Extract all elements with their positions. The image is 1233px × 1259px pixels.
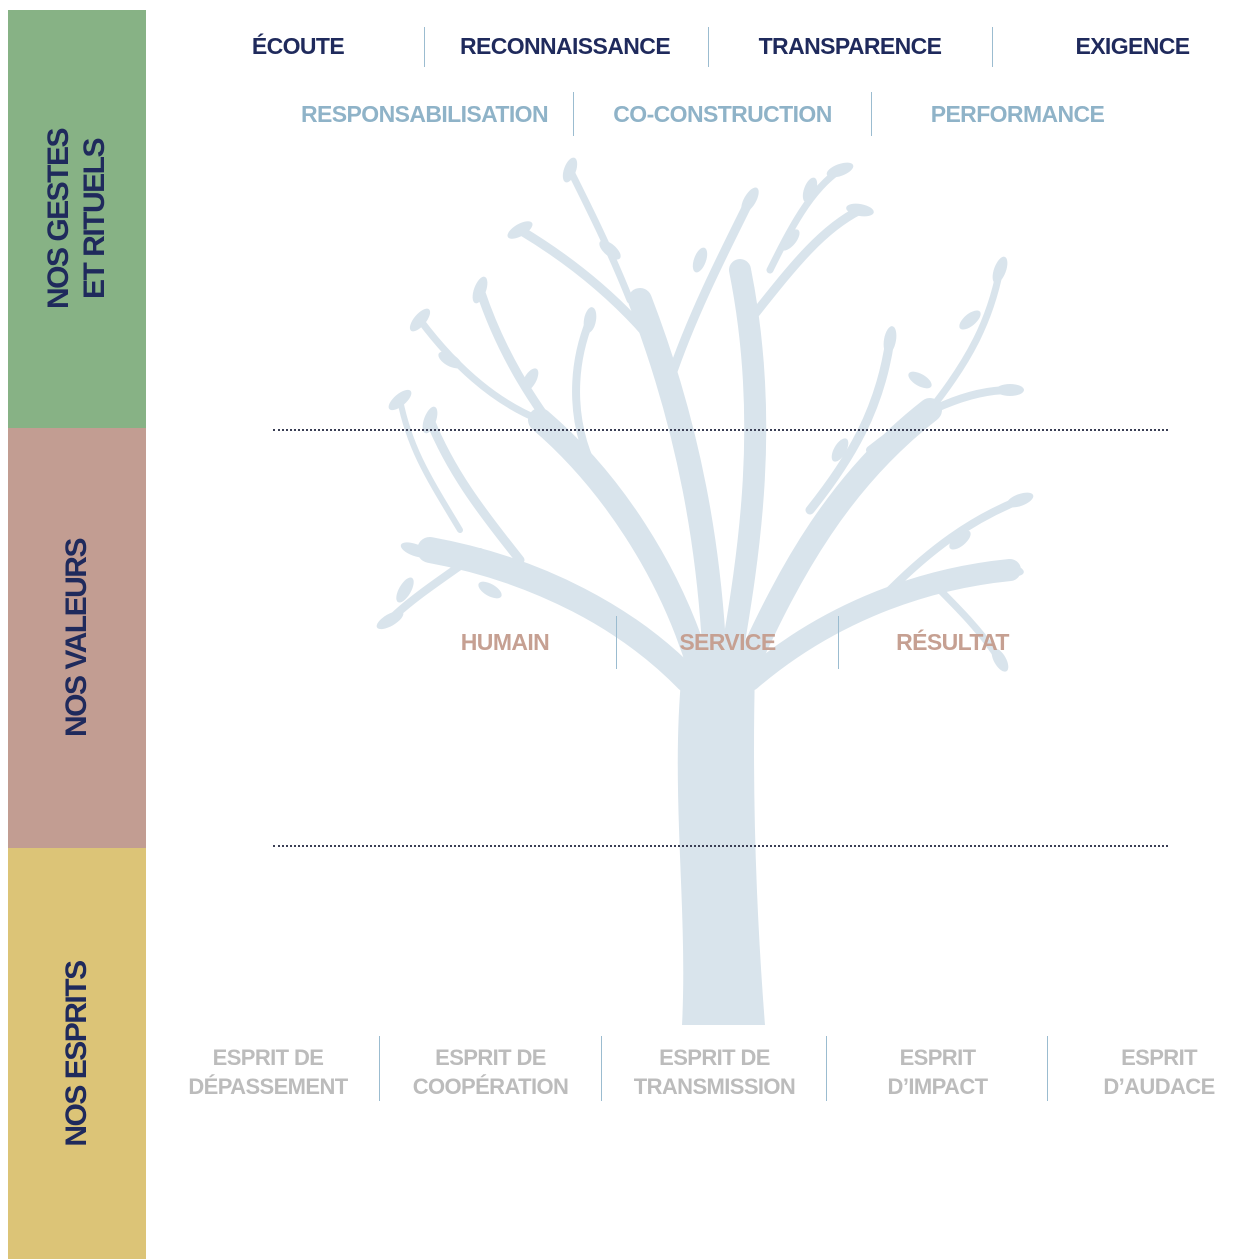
geste-responsabilisation: RESPONSABILISATION (301, 101, 549, 127)
esprit-audace: ESPRIT D’AUDACE (1085, 1043, 1233, 1101)
geste-transparence: TRANSPARENCE (758, 33, 942, 59)
geste-reconnaissance: RECONNAISSANCE (459, 33, 671, 59)
band-valeurs-label: NOS VALEURS (60, 539, 93, 737)
esprit-transmission-line-1: ESPRIT DE (659, 1045, 770, 1070)
esprit-audace-line-1: ESPRIT (1121, 1045, 1197, 1070)
geste-co-construction: CO-CONSTRUCTION (613, 101, 832, 127)
divider (992, 27, 993, 67)
divider (573, 92, 574, 136)
esprit-cooperation-line-1: ESPRIT DE (435, 1045, 546, 1070)
band-esprits: NOS ESPRITS (8, 848, 146, 1259)
divider (601, 1036, 602, 1101)
valeur-resultat: RÉSULTAT (896, 629, 1009, 655)
esprit-transmission: ESPRIT DE TRANSMISSION (613, 1043, 816, 1101)
esprit-depassement: ESPRIT DE DÉPASSEMENT (168, 1043, 368, 1101)
divider (1047, 1036, 1048, 1101)
divider (708, 27, 709, 67)
esprit-cooperation-line-2: COOPÉRATION (412, 1074, 569, 1099)
separator-top (273, 429, 1168, 431)
esprit-impact-line-2: D’IMPACT (887, 1074, 989, 1099)
divider (826, 1036, 827, 1101)
divider (379, 1036, 380, 1101)
tree-illustration (376, 157, 1034, 1025)
esprit-transmission-line-2: TRANSMISSION (633, 1074, 796, 1099)
band-gestes-et-rituels: NOS GESTES ET RITUELS (8, 10, 146, 428)
band-esprits-label: NOS ESPRITS (60, 960, 93, 1147)
band-gestes-label: NOS GESTES ET RITUELS (41, 129, 113, 309)
valeur-humain: HUMAIN (460, 629, 550, 655)
divider (838, 616, 839, 669)
divider (871, 92, 872, 136)
divider (424, 27, 425, 67)
esprit-audace-line-2: D’AUDACE (1103, 1074, 1215, 1099)
band-gestes-line-2: ET RITUELS (78, 138, 111, 300)
esprit-depassement-line-1: ESPRIT DE (212, 1045, 324, 1070)
esprit-impact: ESPRIT D’IMPACT (860, 1043, 1015, 1101)
band-valeurs: NOS VALEURS (8, 428, 146, 848)
separator-bottom (273, 845, 1168, 847)
esprit-cooperation: ESPRIT DE COOPÉRATION (393, 1043, 588, 1101)
esprit-impact-line-1: ESPRIT (899, 1045, 976, 1070)
geste-performance: PERFORMANCE (930, 101, 1105, 127)
band-gestes-line-1: NOS GESTES (42, 128, 75, 310)
esprit-depassement-line-2: DÉPASSEMENT (188, 1074, 348, 1099)
divider (616, 616, 617, 669)
valeur-service: SERVICE (679, 629, 776, 655)
geste-ecoute: ÉCOUTE (251, 33, 345, 59)
geste-exigence: EXIGENCE (1075, 33, 1190, 59)
